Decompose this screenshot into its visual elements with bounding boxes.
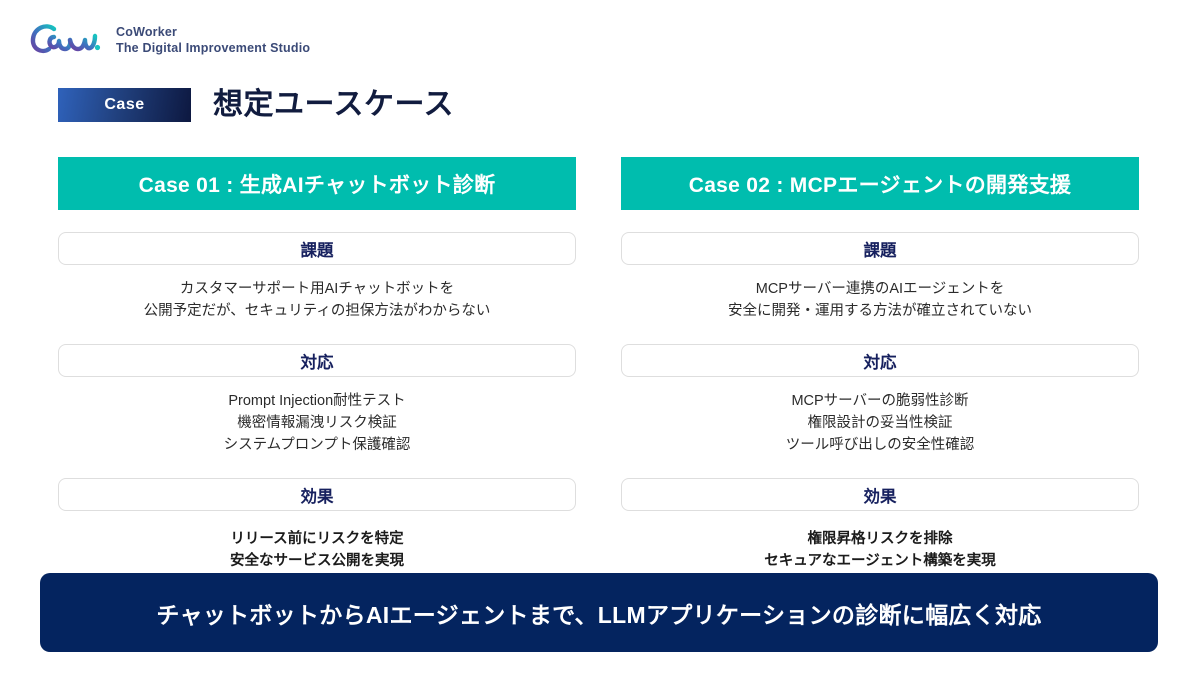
section-body-line: 権限昇格リスクを排除 (807, 531, 953, 548)
section-body-line: 権限設計の妥当性検証 (807, 415, 953, 432)
section-body-line: 安全なサービス公開を実現 (230, 553, 404, 570)
case-section-response: 対応 Prompt Injection耐性テスト 機密情報漏洩リスク検証 システ… (58, 344, 576, 456)
brand-tagline: The Digital Improvement Studio (116, 41, 311, 55)
section-body-line: セキュアなエージェント構築を実現 (764, 553, 996, 570)
section-label: 効果 (58, 478, 576, 512)
case-card-02: Case 02 : MCPエージェントの開発支援 課題 MCPサーバー連携のAI… (621, 157, 1139, 572)
section-body: MCPサーバー連携のAIエージェントを 安全に開発・運用する方法が確立されていな… (621, 278, 1139, 322)
section-body-line: システムプロンプト保護確認 (223, 437, 411, 454)
case-section-effect: 効果 リリース前にリスクを特定 安全なサービス公開を実現 (58, 478, 576, 572)
section-label: 課題 (621, 232, 1139, 265)
summary-banner-text: チャットボットからAIエージェントまで、LLMアプリケーションの診断に幅広く対応 (156, 601, 1042, 628)
section-body-line: Prompt Injection耐性テスト (228, 393, 406, 410)
section-body-line: 機密情報漏洩リスク検証 (237, 415, 397, 432)
case-card-header: Case 01 : 生成AIチャットボット診断 (58, 157, 576, 210)
section-body: MCPサーバーの脆弱性診断 権限設計の妥当性検証 ツール呼び出しの安全性確認 (621, 390, 1139, 456)
case-badge: Case (58, 88, 191, 122)
section-body-line: リリース前にリスクを特定 (230, 531, 404, 548)
section-label: 課題 (58, 232, 576, 265)
section-body-line: MCPサーバー連携のAIエージェントを (755, 281, 1005, 297)
case-section-issue: 課題 MCPサーバー連携のAIエージェントを 安全に開発・運用する方法が確立され… (621, 232, 1139, 322)
case-card-header: Case 02 : MCPエージェントの開発支援 (621, 157, 1139, 210)
section-body: 権限昇格リスクを排除 セキュアなエージェント構築を実現 (621, 528, 1139, 572)
brand-name: CoWorker (116, 25, 178, 39)
section-label: 効果 (621, 478, 1139, 512)
case-card-01: Case 01 : 生成AIチャットボット診断 課題 カスタマーサポート用AIチ… (58, 157, 576, 572)
page-title: 想定ユースケース (213, 88, 454, 121)
brand-logo-block: CoWorker The Digital Improvement Studio (27, 20, 310, 60)
section-body: リリース前にリスクを特定 安全なサービス公開を実現 (58, 528, 576, 572)
section-body: カスタマーサポート用AIチャットボットを 公開予定だが、セキュリティの担保方法が… (58, 278, 576, 322)
section-body-line: MCPサーバーの脆弱性診断 (791, 393, 969, 410)
section-body-line: カスタマーサポート用AIチャットボットを (179, 281, 455, 297)
section-label: 対応 (58, 344, 576, 378)
case-section-issue: 課題 カスタマーサポート用AIチャットボットを 公開予定だが、セキュリティの担保… (58, 232, 576, 322)
page-title-row: Case 想定ユースケース (58, 88, 454, 122)
case-section-effect: 効果 権限昇格リスクを排除 セキュアなエージェント構築を実現 (621, 478, 1139, 572)
section-body-line: ツール呼び出しの安全性確認 (785, 437, 975, 454)
case-cards-container: Case 01 : 生成AIチャットボット診断 課題 カスタマーサポート用AIチ… (58, 157, 1139, 572)
coworker-cow-logo-icon (27, 20, 103, 60)
section-body-line: 安全に開発・運用する方法が確立されていない (727, 303, 1033, 320)
section-body: Prompt Injection耐性テスト 機密情報漏洩リスク検証 システムプロ… (58, 390, 576, 456)
section-body-line: 公開予定だが、セキュリティの担保方法がわからない (143, 303, 491, 320)
section-label: 対応 (621, 344, 1139, 378)
case-section-response: 対応 MCPサーバーの脆弱性診断 権限設計の妥当性検証 ツール呼び出しの安全性確… (621, 344, 1139, 456)
summary-banner: チャットボットからAIエージェントまで、LLMアプリケーションの診断に幅広く対応 (40, 573, 1158, 652)
